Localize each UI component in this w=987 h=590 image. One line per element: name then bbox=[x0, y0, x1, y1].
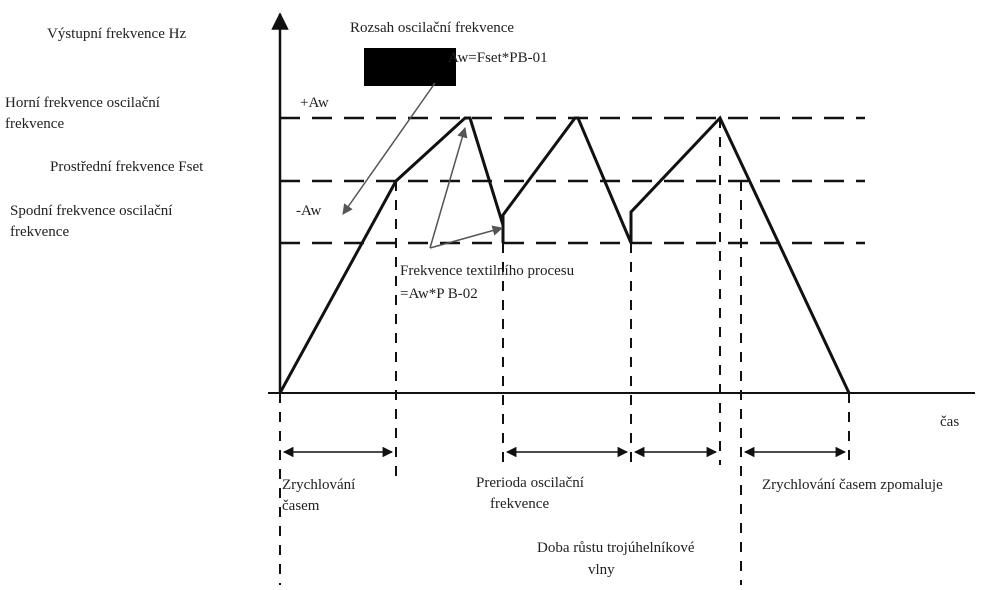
deceleration-time-label: Zrychlování časem zpomaluje bbox=[762, 477, 943, 493]
y-axis-label: Výstupní frekvence Hz bbox=[47, 26, 186, 42]
oscillation-range-block bbox=[364, 48, 456, 86]
textile-pointer-arrow bbox=[429, 225, 504, 249]
middle-frequency-label: Prostřední frekvence Fset bbox=[50, 159, 204, 175]
minus-aw-label: -Aw bbox=[296, 203, 321, 219]
textile-frequency-label: Frekvence textilního procesu bbox=[400, 263, 575, 279]
textile-pointer-arrow bbox=[429, 126, 468, 249]
frequency-waveform bbox=[278, 115, 851, 394]
range-pointer-arrow bbox=[342, 82, 436, 215]
acceleration-time-label: Zrychlování bbox=[282, 477, 355, 493]
lower-frequency-label-2: frekvence bbox=[10, 224, 69, 240]
textile-frequency-formula: =Aw*P B-02 bbox=[400, 286, 478, 302]
acceleration-time-label-2: časem bbox=[282, 498, 320, 514]
oscillation-period-label: Prerioda oscilační bbox=[476, 475, 584, 491]
upper-frequency-label: Horní frekvence oscilační bbox=[5, 95, 160, 111]
lower-frequency-label: Spodní frekvence oscilační bbox=[10, 203, 172, 219]
x-axis-label: čas bbox=[940, 414, 959, 430]
oscillation-period-label-2: frekvence bbox=[490, 496, 549, 512]
triangle-rise-label-2: vlny bbox=[588, 562, 615, 578]
range-title: Rozsah oscilační frekvence bbox=[350, 20, 514, 36]
plus-aw-label: +Aw bbox=[300, 95, 329, 111]
range-formula: Aw=Fset*PB-01 bbox=[448, 50, 548, 66]
upper-frequency-label-2: frekvence bbox=[5, 116, 64, 132]
triangle-rise-label: Doba růstu trojúhelníkové bbox=[537, 540, 695, 556]
